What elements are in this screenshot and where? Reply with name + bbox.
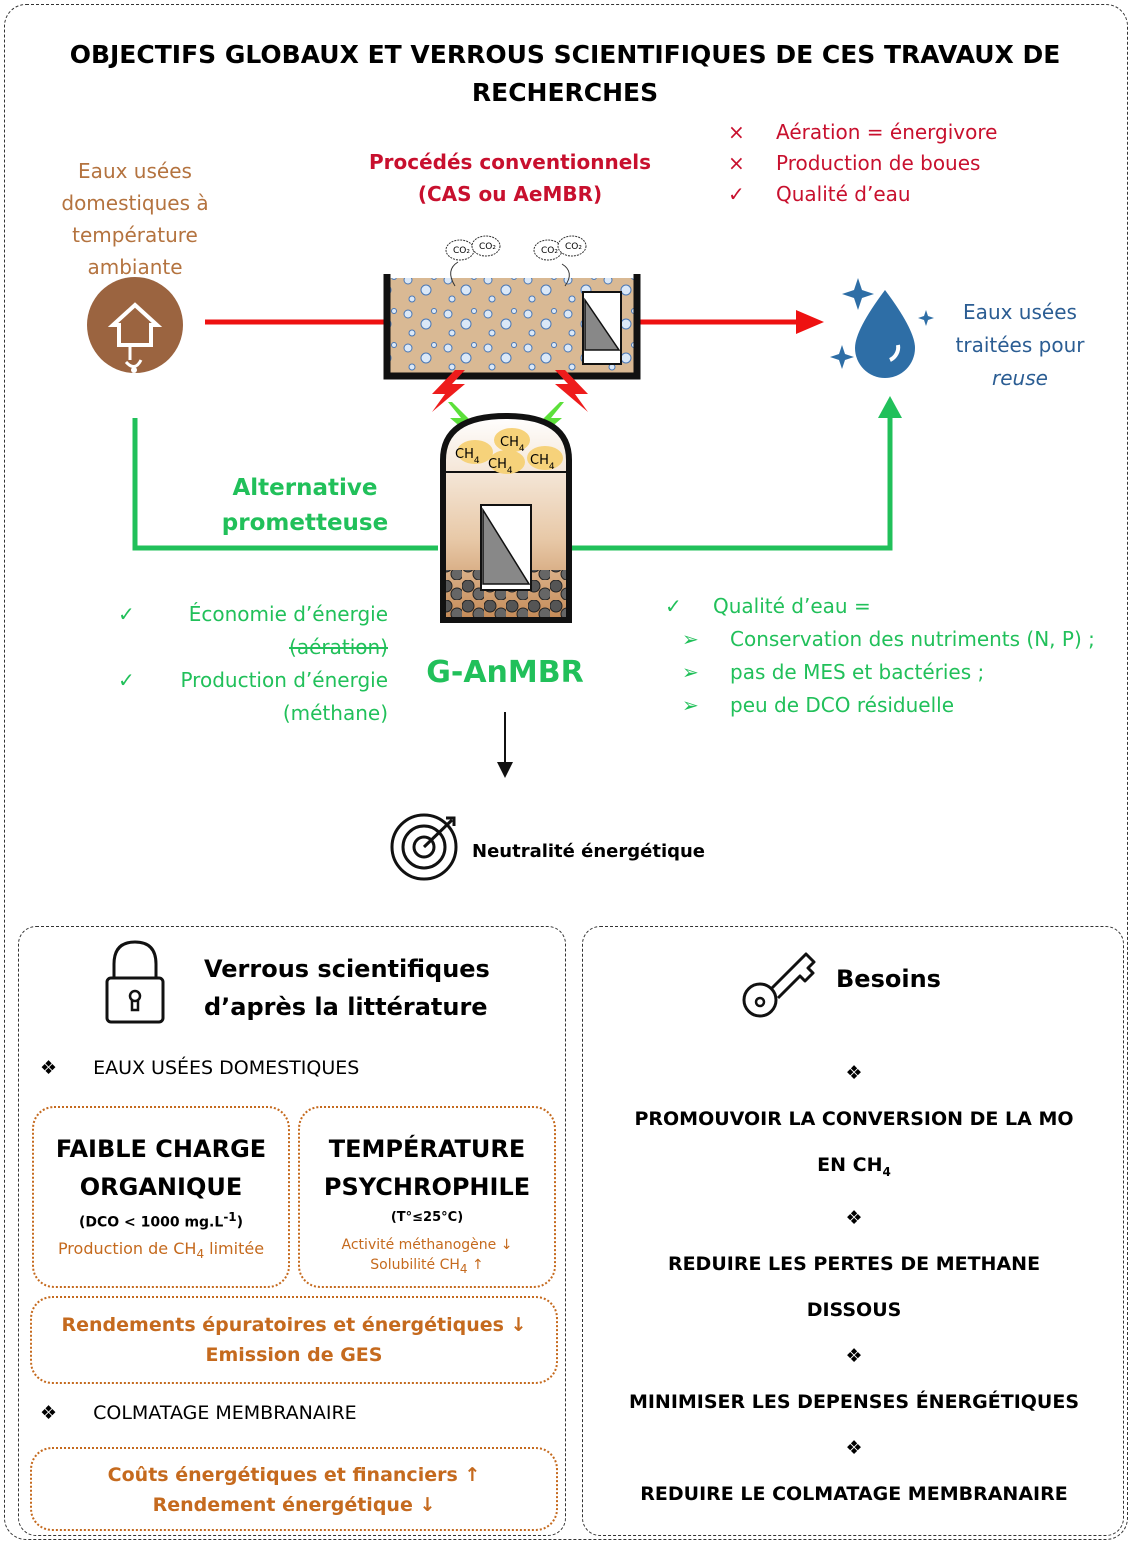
- conventional-item: ×Production de boues: [728, 151, 981, 175]
- needs-title: Besoins: [836, 965, 941, 993]
- ch4-label: CH4: [455, 447, 480, 466]
- flow-arrow-conventional: [796, 310, 824, 334]
- source-line: ambiante: [87, 255, 183, 279]
- treated-water-label: Eaux usées traitées pour reuse: [955, 300, 1085, 390]
- performance-box: Rendements épuratoires et énergétiques ↓…: [30, 1296, 558, 1384]
- need-item: REDUIRE LES PERTES DE METHANE: [667, 1252, 1041, 1275]
- need-item-continued: EN CH4: [817, 1154, 891, 1179]
- locks-title: Verrous scientifiques d’après la littéra…: [204, 955, 490, 1021]
- conventional-title-line: Procédés conventionnels: [368, 150, 652, 174]
- need-item: PROMOUVOIR LA CONVERSION DE LA MO: [634, 1108, 1074, 1130]
- clean-water-drop-icon: [830, 278, 934, 378]
- ch4-label: CH4: [530, 453, 555, 472]
- conventional-title-line: (CAS ou AeMBR): [417, 182, 603, 206]
- low-load-detail: (DCO < 1000 mg.L-1): [78, 1210, 244, 1231]
- costs-box: Coûts énergétiques et financiers ↑ Rende…: [30, 1447, 558, 1531]
- psychrophilic-detail: (T°≤25°C): [390, 1210, 464, 1225]
- source-line: Eaux usées: [78, 159, 192, 183]
- alternative-label: Alternative prometteuse: [221, 475, 389, 536]
- need-item: REDUIRE LE COLMATAGE MEMBRANAIRE: [640, 1482, 1068, 1505]
- flow-arrow-alternative: [878, 396, 902, 418]
- reactor-name: G-AnMBR: [426, 655, 584, 690]
- quality-item: ➢Conservation des nutriments (N, P) ;: [682, 627, 1095, 651]
- diagram-title: OBJECTIFS GLOBAUX ET VERROUS SCIENTIFIQU…: [69, 40, 1061, 107]
- energy-demand-icon: [432, 370, 588, 412]
- gains-list: ✓Économie d’énergie (aération) ✓Producti…: [118, 598, 388, 730]
- gain-item: ✓Économie d’énergie: [118, 602, 388, 626]
- source-line: domestiques à: [61, 191, 209, 215]
- co2-label: CO₂: [541, 246, 558, 256]
- low-load-box: FAIBLE CHARGE ORGANIQUE (DCO < 1000 mg.L…: [32, 1106, 290, 1288]
- process-diagram: CO₂ CO₂ CO₂ CO₂ CH4 CH4 CH4 CH4: [87, 235, 934, 881]
- conventional-title: Procédés conventionnels (CAS ou AeMBR): [340, 146, 680, 210]
- flow-line-alternative-out: [518, 416, 893, 551]
- flow-line-alternative-in: [132, 418, 438, 551]
- goal-label: Neutralité énergétique: [472, 841, 706, 862]
- gain-item: ✓Production d’énergie: [118, 668, 388, 692]
- gain-detail: (aération): [289, 635, 388, 659]
- conventional-tank: [383, 274, 641, 380]
- ganmbr-reactor: [440, 412, 572, 623]
- quality-title: Qualité d’eau =: [713, 594, 871, 618]
- target-icon: [390, 813, 458, 881]
- needs-bullet: ❖: [845, 1206, 863, 1229]
- co2-label: CO₂: [479, 242, 496, 252]
- quality-item: ➢peu de DCO résiduelle: [682, 693, 955, 717]
- quality-list: ✓Qualité d’eau = ➢Conservation des nutri…: [665, 590, 1125, 722]
- locks-section-fouling: ❖ COLMATAGE MEMBRANAIRE: [40, 1402, 357, 1424]
- energy-production-icon: [448, 402, 564, 440]
- conventional-item: ✓Qualité d’eau: [728, 182, 911, 206]
- ch4-label: CH4: [488, 457, 513, 476]
- need-item: MINIMISER LES DEPENSES ÉNERGÉTIQUES: [628, 1390, 1080, 1413]
- needs-bullet: ❖: [845, 1344, 863, 1367]
- padlock-icon: [105, 940, 165, 1024]
- key-icon: [742, 952, 816, 1018]
- locks-section-domestic: ❖ EAUX USÉES DOMESTIQUES: [40, 1057, 360, 1079]
- psychrophilic-effects: Activité méthanogène ↓ Solubilité CH4 ↑: [341, 1237, 513, 1276]
- locks-panel: [18, 926, 566, 1536]
- low-load-effect: Production de CH4 limitée: [57, 1238, 265, 1261]
- co2-emission-icon: [445, 235, 587, 287]
- needs-bullet: ❖: [845, 1062, 863, 1084]
- co2-label: CO₂: [453, 246, 470, 256]
- source-label: Eaux usées domestiques à température amb…: [40, 155, 230, 283]
- down-arrow-head: [497, 762, 513, 778]
- ch4-label: CH4: [500, 435, 525, 454]
- needs-list: ❖ PROMOUVOIR LA CONVERSION DE LA MO EN C…: [600, 1050, 1108, 1517]
- conventional-item: ×Aération = énergivore: [728, 120, 998, 144]
- house-water-icon: [87, 277, 183, 373]
- source-line: température: [72, 223, 198, 247]
- gain-detail: (méthane): [282, 701, 388, 725]
- quality-item: ➢pas de MES et bactéries ;: [682, 660, 985, 684]
- conventional-list: ×Aération = énergivore ×Production de bo…: [728, 117, 1108, 210]
- outer-frame: [4, 4, 1128, 1540]
- needs-bullet: ❖: [845, 1436, 863, 1459]
- needs-panel: [582, 926, 1124, 1536]
- psychrophilic-box: TEMPÉRATURE PSYCHROPHILE (T°≤25°C) Activ…: [298, 1106, 556, 1288]
- co2-label: CO₂: [565, 242, 582, 252]
- need-item-continued: DISSOUS: [806, 1298, 902, 1321]
